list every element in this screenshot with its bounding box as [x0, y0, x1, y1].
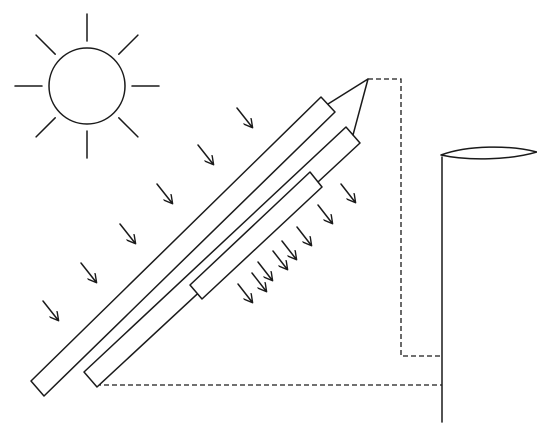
- arrow-down-right-icon: [236, 107, 252, 127]
- arrow-down-right-icon: [119, 223, 135, 243]
- mast-dish: [440, 146, 537, 160]
- arrow-down-right-icon: [80, 262, 96, 282]
- incoming-light-arrows: [42, 107, 252, 320]
- sun-icon: [14, 13, 160, 159]
- arrow-down-right-icon: [251, 272, 266, 291]
- arrow-down-right-icon: [317, 204, 332, 223]
- collector-panels: [30, 96, 361, 397]
- signal-lines: [96, 78, 442, 386]
- arrow-down-right-icon: [340, 183, 355, 202]
- sun-ray: [118, 34, 139, 55]
- collector-panel-back: [30, 96, 336, 397]
- tip-bracket: [327, 78, 369, 136]
- arrow-down-right-icon: [197, 144, 213, 164]
- receiver-block: [189, 171, 323, 300]
- bracket-line-bottom: [352, 78, 369, 136]
- arrow-down-right-icon: [272, 250, 287, 269]
- upper-dashed-line: [368, 78, 442, 357]
- sun-ray: [35, 34, 56, 55]
- sun-disc: [48, 47, 126, 125]
- sun-ray: [118, 117, 139, 138]
- arrow-down-right-icon: [42, 300, 58, 320]
- arrow-down-right-icon: [257, 261, 272, 280]
- arrow-down-right-icon: [237, 283, 252, 302]
- sun-ray: [35, 117, 56, 138]
- sun-rays: [14, 13, 160, 159]
- bracket-line-top: [327, 78, 369, 105]
- reflected-light-arrows: [237, 183, 355, 302]
- arrow-down-right-icon: [156, 183, 172, 203]
- antenna-dish-icon: [440, 146, 537, 423]
- arrow-down-right-icon: [296, 226, 311, 245]
- arrow-down-right-icon: [281, 240, 296, 259]
